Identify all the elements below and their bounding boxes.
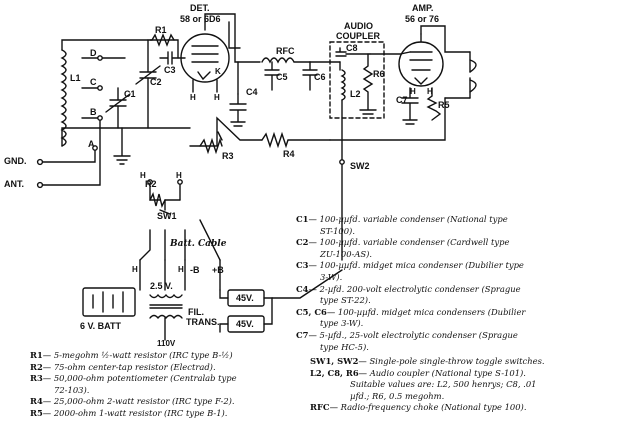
legend-coupler-cont2: µfd.; R6, 0.5 megohm. bbox=[350, 390, 445, 401]
label-d: D bbox=[90, 48, 97, 58]
label-sw2: SW2 bbox=[350, 161, 370, 171]
legend-c5-c6: C5, C6— 100-µµfd. midget mica condensers… bbox=[296, 306, 526, 317]
label-r3: R3 bbox=[222, 151, 234, 161]
label-a: A bbox=[88, 139, 95, 149]
battery-45v-2-label: 45V. bbox=[236, 319, 254, 329]
label-c4: C4 bbox=[246, 87, 258, 97]
label-r1: R1 bbox=[155, 25, 167, 35]
legend-coupler-cont: Suitable values are: L2, 500 henrys; C8,… bbox=[350, 379, 537, 390]
legend-c7-cont: type HC-5). bbox=[320, 341, 369, 352]
label-c1: C1 bbox=[124, 89, 136, 99]
legend-r5: R5— 2000-ohm 1-watt resistor (IRC type B… bbox=[30, 407, 228, 418]
volt-2-5-label: 2.5 V. bbox=[150, 281, 173, 291]
label-c8: C8 bbox=[346, 43, 358, 53]
label-c5: C5 bbox=[276, 72, 288, 82]
label-h-amp-2: H bbox=[427, 87, 433, 96]
amp-tube-label: AMP. bbox=[412, 3, 434, 13]
label-c7: C7 bbox=[396, 95, 408, 105]
legend-sw: SW1, SW2— Single-pole single-throw toggl… bbox=[310, 356, 545, 366]
legend-r1: R1— 5-megohm ½-watt resistor (IRC type B… bbox=[30, 350, 233, 360]
label-r2: R2 bbox=[145, 179, 157, 189]
label-c6: C6 bbox=[314, 72, 326, 82]
label-k-det: K bbox=[215, 67, 221, 76]
legend-c7: C7— 5-µfd., 25-volt electrolytic condens… bbox=[296, 329, 518, 340]
label-h-cable-1: H bbox=[132, 265, 138, 274]
gnd-terminal-label: GND. bbox=[4, 156, 27, 166]
label-r4: R4 bbox=[283, 149, 295, 159]
legend-c1-cont: ST-100). bbox=[320, 225, 355, 236]
capacitor-legend: C1— 100-µµfd. variable condenser (Nation… bbox=[296, 214, 616, 353]
ant-terminal-label: ANT. bbox=[4, 179, 24, 189]
label-b: B bbox=[90, 107, 97, 117]
label-sw1: SW1 bbox=[157, 211, 177, 221]
legend-r3-cont: 72-103). bbox=[54, 384, 90, 395]
legend-c4-cont: type ST-22). bbox=[320, 295, 371, 306]
legend-r4: R4— 25,000-ohm 2-watt resistor (IRC type… bbox=[30, 396, 235, 407]
battery-6v-label: 6 V. BATT bbox=[80, 321, 122, 331]
det-tube-type: 58 or 6D6 bbox=[180, 14, 221, 24]
fil-trans-label-2: TRANS. bbox=[186, 317, 220, 327]
det-tube-label: DET. bbox=[190, 3, 210, 13]
legend-r2: R2— 75-ohm center-tap resistor (Electrad… bbox=[30, 361, 216, 372]
legend-c5-c6-cont: type 3-W). bbox=[320, 318, 364, 329]
label-r6: R6 bbox=[373, 69, 385, 79]
resistor-legend: R1— 5-megohm ½-watt resistor (IRC type B… bbox=[30, 350, 350, 420]
legend-c1: C1— 100-µµfd. variable condenser (Nation… bbox=[296, 214, 508, 224]
legend-coupler: L2, C8, R6— Audio coupler (National type… bbox=[310, 367, 526, 378]
audio-coupler-label-2: COUPLER bbox=[336, 31, 381, 41]
label-h-amp-1: H bbox=[410, 87, 416, 96]
legend-r3: R3— 50,000-ohm potentiometer (Centralab … bbox=[30, 373, 237, 384]
battery-45v-1-label: 45V. bbox=[236, 293, 254, 303]
label-l2: L2 bbox=[350, 89, 361, 99]
label-plus-b: +B bbox=[212, 265, 224, 275]
legend-c2: C2— 100-µµfd. variable condenser (Cardwe… bbox=[296, 237, 510, 248]
label-h-cable-2: H bbox=[178, 265, 184, 274]
label-l1: L1 bbox=[70, 73, 81, 83]
label-h-det-2: H bbox=[214, 93, 220, 102]
legend-c3: C3— 100-µµfd. midget mica condenser (Dub… bbox=[296, 260, 524, 271]
audio-coupler-label-1: AUDIO bbox=[344, 21, 373, 31]
volt-110-label: 110V bbox=[157, 339, 176, 348]
label-c: C bbox=[90, 77, 97, 87]
amp-tube-type: 56 or 76 bbox=[405, 14, 440, 24]
label-minus-b: -B bbox=[190, 265, 200, 275]
legend-c2-cont: ZU-100-AS). bbox=[320, 248, 373, 259]
label-c2: C2 bbox=[150, 77, 162, 87]
fil-trans-label-1: FIL. bbox=[188, 307, 204, 317]
legend-c4: C4— 2-µfd. 200-volt electrolytic condens… bbox=[296, 283, 521, 294]
label-h-det-1: H bbox=[190, 93, 196, 102]
batt-cable-label: Batt. Cable bbox=[170, 239, 227, 249]
misc-legend: SW1, SW2— Single-pole single-throw toggl… bbox=[310, 356, 618, 414]
legend-rfc: RFC— Radio-frequency choke (National typ… bbox=[310, 402, 527, 413]
label-h-sw-2: H bbox=[176, 171, 182, 180]
label-c3: C3 bbox=[164, 65, 176, 75]
legend-c3-cont: 3-W). bbox=[320, 271, 343, 282]
label-rfc: RFC bbox=[276, 46, 295, 56]
label-r5: R5 bbox=[438, 100, 450, 110]
label-h-sw-1: H bbox=[140, 171, 146, 180]
